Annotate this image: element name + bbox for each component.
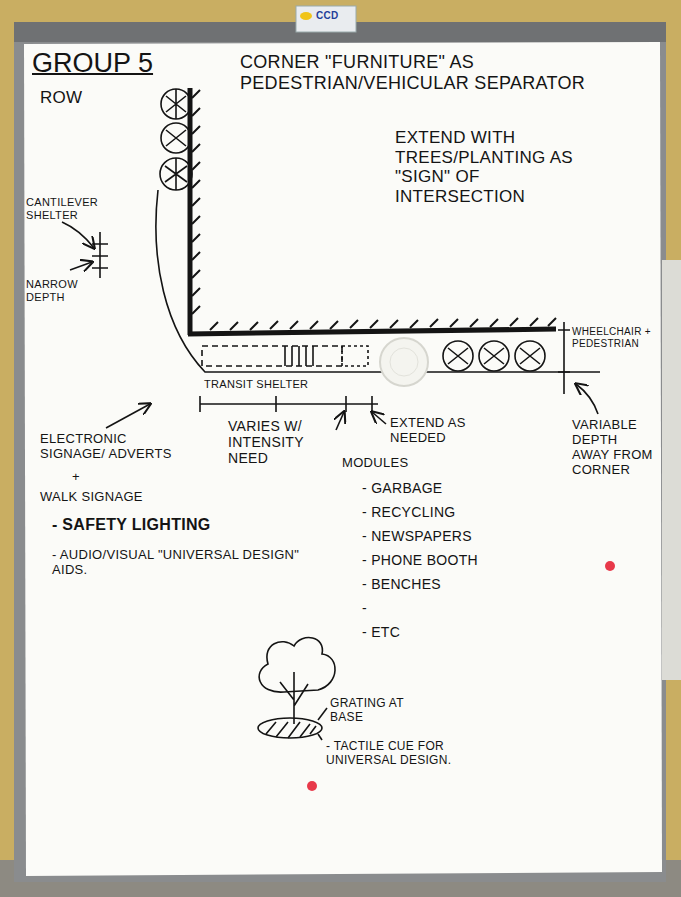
- note-label: +: [72, 470, 92, 485]
- note-label: WHEELCHAIR + PEDESTRIAN: [572, 326, 658, 349]
- note-label: EXTEND WITH TREES/PLANTING AS "SIGN" OF …: [395, 128, 595, 206]
- note-label: MODULES: [342, 456, 432, 471]
- logo-text: CCD: [316, 10, 356, 22]
- chart-title: GROUP 5: [32, 48, 153, 79]
- note-label: WALK SIGNAGE: [40, 490, 200, 505]
- note-label: CORNER "FURNITURE" AS PEDESTRIAN/VEHICUL…: [240, 52, 600, 93]
- note-label: ELECTRONIC SIGNAGE/ ADVERTS: [40, 432, 190, 462]
- note-label: CANTILEVER SHELTER: [26, 196, 98, 221]
- note-label: GRATING AT BASE: [330, 697, 440, 725]
- note-label: VARIABLE DEPTH AWAY FROM CORNER: [572, 418, 658, 478]
- note-label: - GARBAGE: [362, 480, 522, 496]
- note-label: NARROW DEPTH: [26, 278, 86, 303]
- note-label: -: [362, 600, 522, 616]
- note-label: - PHONE BOOTH: [362, 552, 522, 568]
- note-label: - ETC: [362, 624, 522, 640]
- note-label: - AUDIO/VISUAL "UNIVERSAL DESIGN" AIDS.: [52, 548, 302, 578]
- note-label: ROW: [40, 88, 100, 108]
- note-label: - NEWSPAPERS: [362, 528, 522, 544]
- note-label: - TACTILE CUE FOR UNIVERSAL DESIGN.: [326, 740, 466, 768]
- note-label: - BENCHES: [362, 576, 522, 592]
- note-label: EXTEND AS NEEDED: [390, 416, 502, 446]
- note-label: VARIES W/ INTENSITY NEED: [228, 418, 328, 466]
- note-label: TRANSIT SHELTER: [204, 378, 314, 391]
- note-label: - SAFETY LIGHTING: [52, 516, 272, 534]
- note-label: - RECYCLING: [362, 504, 522, 520]
